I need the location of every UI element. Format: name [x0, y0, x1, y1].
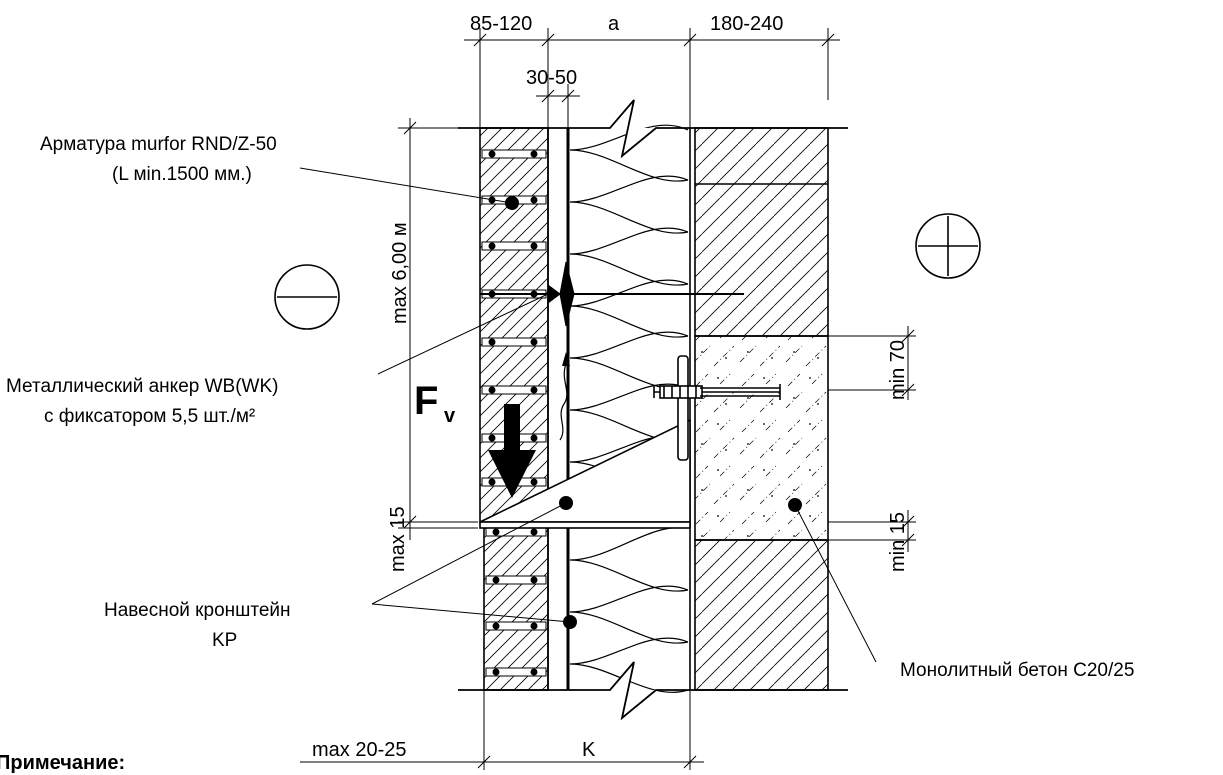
dim-top-left: 85-120 — [470, 13, 532, 35]
label-anchor-2: с фиксатором 5,5 шт./м² — [44, 406, 255, 427]
dim-bottom-k: K — [582, 739, 596, 761]
load-bearing-wall — [694, 127, 829, 691]
minus-symbol — [274, 264, 340, 330]
note-heading: Примечание: — [0, 752, 126, 774]
concrete-slab-edge — [694, 335, 829, 541]
force-subscript: v — [444, 405, 456, 427]
dim-min-15: min 15 — [887, 512, 909, 572]
dim-max-height: max 6,00 м — [389, 222, 411, 324]
force-arrow — [488, 352, 570, 498]
label-concrete: Монолитный бетон С20/25 — [900, 660, 1134, 681]
dim-max-15: max 15 — [387, 506, 409, 572]
dim-top-right: 180-240 — [710, 13, 783, 35]
dim-min-70: min 70 — [887, 340, 909, 400]
break-lines — [458, 99, 848, 721]
dim-gap: 30-50 — [526, 67, 577, 89]
extension-lines — [398, 28, 916, 770]
air-gap — [547, 128, 570, 690]
leader-lines — [299, 167, 877, 663]
dim-bottom-left: max 20-25 — [312, 739, 407, 761]
reinforcement-dot — [505, 196, 519, 210]
plus-symbol — [915, 213, 981, 279]
label-bracket-1: Навесной кронштейн — [104, 600, 291, 621]
label-bracket-2: KP — [212, 630, 237, 651]
label-anchor-1: Металлический анкер WB(WK) — [6, 376, 278, 397]
label-reinforcement-2: (L мin.1500 мм.) — [112, 164, 252, 185]
label-reinforcement-1: Арматура murfor RND/Z-50 — [40, 134, 277, 155]
dim-top-a: a — [608, 13, 620, 35]
insulation — [569, 124, 691, 693]
wall-anchor — [480, 261, 744, 327]
bracket — [479, 355, 781, 529]
force-label: F — [414, 379, 438, 423]
dimension-lines — [300, 33, 915, 769]
